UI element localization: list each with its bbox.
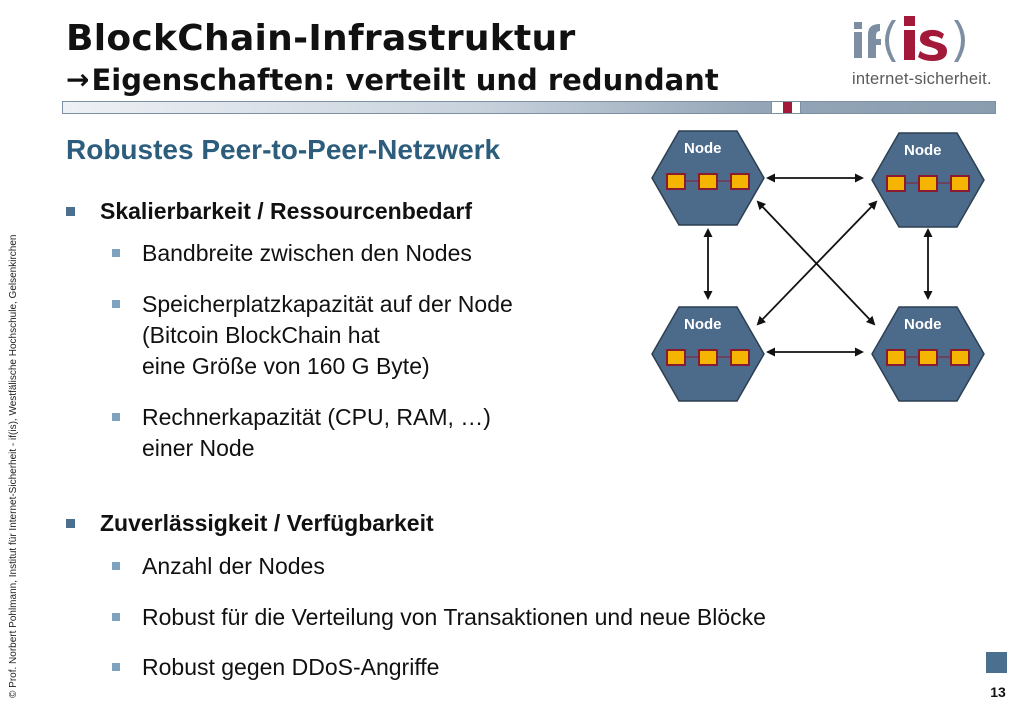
bullet-label: Zuverlässigkeit / Verfügbarkeit bbox=[100, 510, 434, 536]
bullet-square-icon bbox=[66, 519, 75, 528]
bullet-square-icon bbox=[112, 663, 120, 671]
bullet-label: Skalierbarkeit / Ressourcenbedarf bbox=[100, 198, 472, 224]
node-bottom-left: Node bbox=[651, 306, 765, 402]
p2p-network-diagram: Node Node Node bbox=[651, 130, 985, 402]
sub-bullet-line: Bandbreite zwischen den Nodes bbox=[142, 240, 472, 266]
sub-bullet-line: Speicherplatzkapazität auf der Node bbox=[142, 291, 513, 317]
slide-subtitle: → Eigenschaften: verteilt und redundant bbox=[66, 62, 719, 98]
sub-bullet-line: eine Größe von 160 G Byte) bbox=[142, 353, 430, 379]
sub-bullet-line: (Bitcoin BlockChain hat bbox=[142, 322, 380, 348]
page-number: 13 bbox=[990, 684, 1006, 700]
title-underline-bar bbox=[62, 101, 996, 114]
node-top-left: Node bbox=[651, 130, 765, 226]
bullet-square-icon bbox=[112, 613, 120, 621]
sub-bullet-text: Robust gegen DDoS-Angriffe bbox=[142, 652, 439, 683]
bar-mark-red bbox=[783, 102, 792, 113]
sub-bullet-line: Rechnerkapazität (CPU, RAM, …) bbox=[142, 404, 491, 430]
bullet-square-icon bbox=[66, 207, 75, 216]
page-marker-box bbox=[986, 652, 1007, 673]
sub-bullet-line: einer Node bbox=[142, 435, 255, 461]
arrow-right-icon: → bbox=[66, 63, 90, 96]
section-title: Robustes Peer-to-Peer-Netzwerk bbox=[66, 134, 501, 165]
sub-bullet-text: Robust für die Verteilung von Transaktio… bbox=[142, 602, 766, 633]
bullet-square-icon bbox=[112, 562, 120, 570]
link-diagonal-2 bbox=[756, 200, 878, 326]
sub-bullet-line: Anzahl der Nodes bbox=[142, 553, 325, 579]
node-label: Node bbox=[684, 140, 722, 157]
block-chain-icon bbox=[666, 173, 750, 190]
node-top-right: Node bbox=[871, 132, 985, 228]
node-label: Node bbox=[904, 316, 942, 333]
block-chain-icon bbox=[886, 175, 970, 192]
bullet-square-icon bbox=[112, 300, 120, 308]
slide-title: BlockChain-Infrastruktur bbox=[66, 18, 576, 59]
sub-bullet-text: Anzahl der Nodes bbox=[142, 551, 325, 582]
ifis-logo-mark bbox=[854, 16, 965, 62]
bar-mark-white-2 bbox=[792, 102, 801, 113]
block-chain-icon bbox=[666, 349, 750, 366]
bullet-square-icon bbox=[112, 249, 120, 257]
logo-text: internet-sicherheit. bbox=[852, 70, 992, 88]
node-bottom-right: Node bbox=[871, 306, 985, 402]
sub-bullet-text: Rechnerkapazität (CPU, RAM, …) einer Nod… bbox=[142, 402, 491, 464]
sub-bullet-line: Robust gegen DDoS-Angriffe bbox=[142, 654, 440, 680]
copyright-vertical: © Prof. Norbert Pohlmann, Institut für I… bbox=[8, 234, 19, 698]
subtitle-text: Eigenschaften: verteilt und redundant bbox=[91, 63, 719, 97]
node-label: Node bbox=[684, 316, 722, 333]
ifis-logo: internet-sicherheit. bbox=[848, 12, 998, 92]
node-label: Node bbox=[904, 142, 942, 159]
sub-bullet-text: Bandbreite zwischen den Nodes bbox=[142, 238, 472, 269]
block-chain-icon bbox=[886, 349, 970, 366]
sub-bullet-line: Robust für die Verteilung von Transaktio… bbox=[142, 604, 766, 630]
sub-bullet-text: Speicherplatzkapazität auf der Node (Bit… bbox=[142, 289, 513, 382]
bullet-square-icon bbox=[112, 413, 120, 421]
